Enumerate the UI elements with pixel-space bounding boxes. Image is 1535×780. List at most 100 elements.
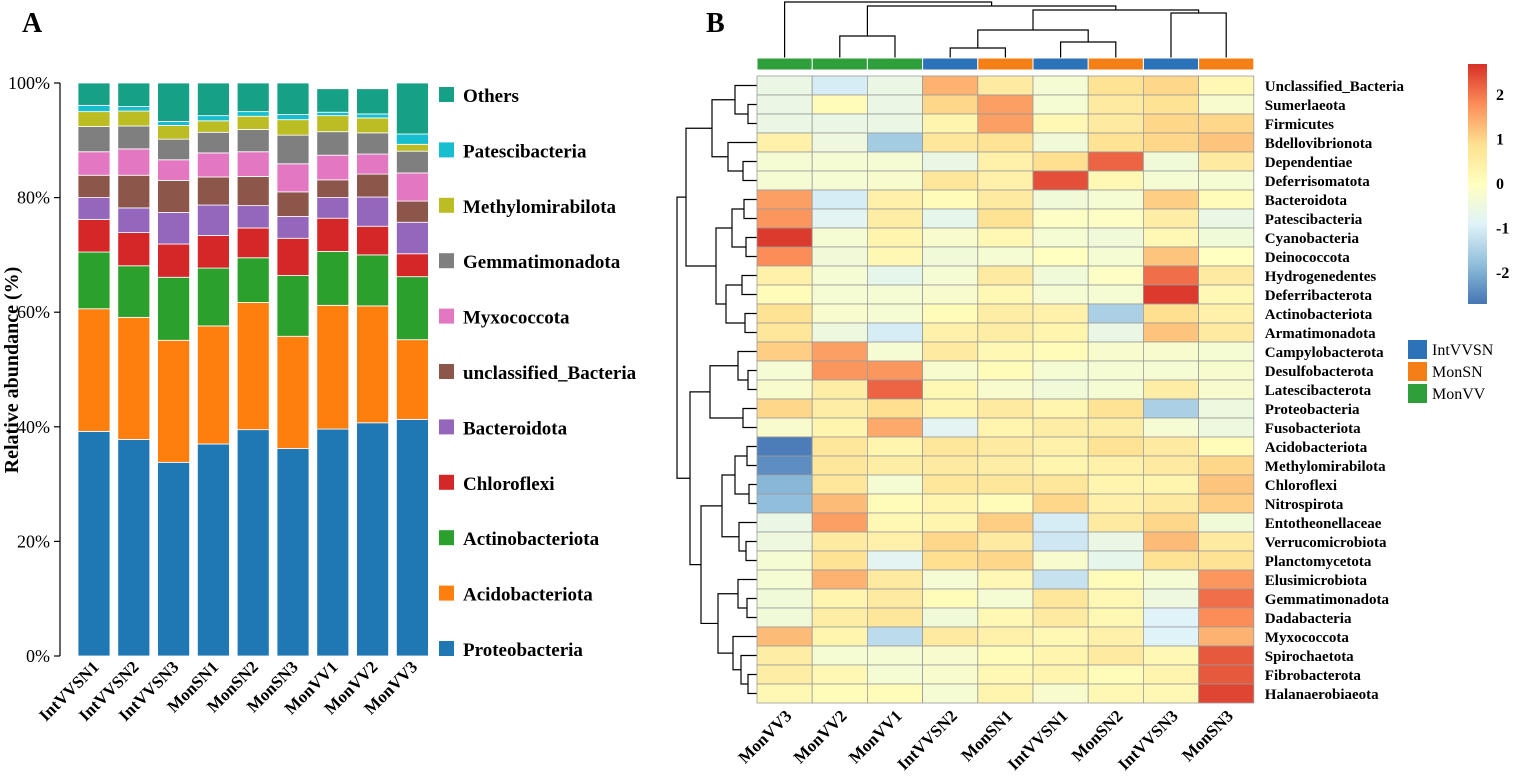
heatmap-cell <box>756 550 813 571</box>
heatmap-cell <box>1087 170 1144 191</box>
row-label: Chloroflexi <box>1265 478 1337 494</box>
bar-segment-myxococcota <box>117 148 151 176</box>
y-tick-label: 0% <box>26 646 50 666</box>
column-labels: MonVV3MonVV2MonVV1IntVVSN2MonSN1IntVVSN1… <box>735 706 1237 774</box>
heatmap-cell <box>811 322 868 343</box>
column-group-swatch <box>756 57 813 71</box>
bar-segment-others <box>236 82 270 113</box>
dendrogram-branch <box>1060 41 1117 58</box>
legend-label: Myxococcota <box>463 308 570 329</box>
heatmap-cell <box>867 550 924 571</box>
heatmap-cell <box>756 322 813 343</box>
column-group-swatch <box>866 57 924 71</box>
bar-segment-chloroflexi <box>356 225 390 256</box>
heatmap-cell <box>867 322 924 343</box>
heatmap-cell <box>1143 398 1200 419</box>
heatmap-cell <box>756 607 813 628</box>
heatmap-cell <box>811 569 868 590</box>
heatmap-cell <box>1198 75 1255 96</box>
bar-segment-proteobacteria <box>356 422 390 657</box>
bar-segment-others <box>157 82 191 122</box>
heatmap-cell <box>1143 322 1200 343</box>
heatmap-cell <box>922 113 979 134</box>
heatmap-cell <box>1198 379 1255 400</box>
row-labels: Unclassified_BacteriaSumerlaeotaFirmicut… <box>1265 79 1405 703</box>
heatmap-cell <box>922 94 979 115</box>
colorbar-tick-label: 0 <box>1496 176 1504 193</box>
heatmap-cell <box>1198 493 1255 514</box>
heatmap-cell <box>756 113 813 134</box>
heatmap-cell <box>867 531 924 552</box>
row-label: Gemmatimonadota <box>1265 592 1390 608</box>
heatmap-cell <box>1198 246 1255 267</box>
bar-segment-unclassified_bacteria <box>395 200 429 223</box>
heatmap-cell <box>1087 417 1144 438</box>
heatmap-cell <box>977 531 1034 552</box>
dendrogram-branch <box>715 227 732 305</box>
heatmap-cell <box>977 170 1034 191</box>
bar-segment-methylomirabilota <box>236 115 270 130</box>
heatmap-cell <box>756 94 813 115</box>
bar-segment-actinobacteriota <box>157 276 191 341</box>
bar-segment-patescibacteria <box>196 115 230 122</box>
heatmap-cell <box>867 626 924 647</box>
panel-label-b: B <box>706 8 725 39</box>
bar-segment-others <box>395 82 429 135</box>
heatmap-cell <box>867 455 924 476</box>
heatmap-cell <box>1198 550 1255 571</box>
heatmap-chart: Unclassified_BacteriaSumerlaeotaFirmicut… <box>676 1 1509 774</box>
bar-segment-proteobacteria <box>236 429 270 657</box>
heatmap-cell <box>756 436 813 457</box>
heatmap-cell <box>977 417 1034 438</box>
bar-segment-chloroflexi <box>395 253 429 278</box>
heatmap-cell <box>1143 303 1200 324</box>
row-label: Deinococcota <box>1265 250 1350 266</box>
column-group-swatch <box>977 57 1034 71</box>
heatmap-cell <box>756 664 813 685</box>
heatmap-cell <box>756 379 813 400</box>
bar-segment-bacteroidota <box>395 221 429 255</box>
legend: OthersPatescibacteriaMethylomirabilotaGe… <box>439 86 637 661</box>
legend-swatch <box>439 530 454 546</box>
heatmap-cell <box>922 170 979 191</box>
bar-segment-methylomirabilota <box>77 111 111 127</box>
heatmap-cell <box>1198 512 1255 533</box>
legend-swatch <box>439 419 454 435</box>
heatmap-cell <box>1143 132 1200 153</box>
heatmap-cell <box>1198 94 1255 115</box>
heatmap-cell <box>922 455 979 476</box>
heatmap-cell <box>1143 436 1200 457</box>
heatmap-cell <box>1032 493 1089 514</box>
heatmap-cell <box>756 512 813 533</box>
heatmap-cell <box>1087 284 1144 305</box>
heatmap-cell <box>1198 455 1255 476</box>
heatmap-cell <box>756 151 813 172</box>
heatmap-cell <box>1143 531 1200 552</box>
heatmap-cell <box>811 607 868 628</box>
heatmap-cell <box>1087 360 1144 381</box>
heatmap-cell <box>867 588 924 609</box>
y-axis: 0%20%40%60%80%100% <box>8 73 61 666</box>
colorbar-tick-label: -1 <box>1496 220 1509 237</box>
heatmap-cell <box>977 588 1034 609</box>
heatmap-cell <box>867 607 924 628</box>
heatmap-cell <box>756 227 813 248</box>
heatmap-cell <box>922 360 979 381</box>
row-label: Hydrogenedentes <box>1265 269 1377 285</box>
legend-label: Actinobacteriota <box>463 529 600 550</box>
colorbar-tick-label: 2 <box>1496 87 1504 104</box>
row-label: Unclassified_Bacteria <box>1265 79 1405 95</box>
bar-segment-unclassified_bacteria <box>356 173 390 198</box>
legend-label: unclassified_Bacteria <box>463 363 637 384</box>
heatmap-cell <box>977 398 1034 419</box>
dendrogram-branch <box>738 521 757 552</box>
colorbar-tick-label: -2 <box>1496 265 1509 282</box>
row-label: Fibrobacterota <box>1265 668 1362 684</box>
bar-segment-others <box>316 88 350 113</box>
heatmap-cell <box>811 265 868 286</box>
heatmap-cell <box>1143 113 1200 134</box>
heatmap-cell <box>1032 569 1089 590</box>
heatmap-cell <box>1143 417 1200 438</box>
bar-segment-unclassified_bacteria <box>276 191 310 217</box>
